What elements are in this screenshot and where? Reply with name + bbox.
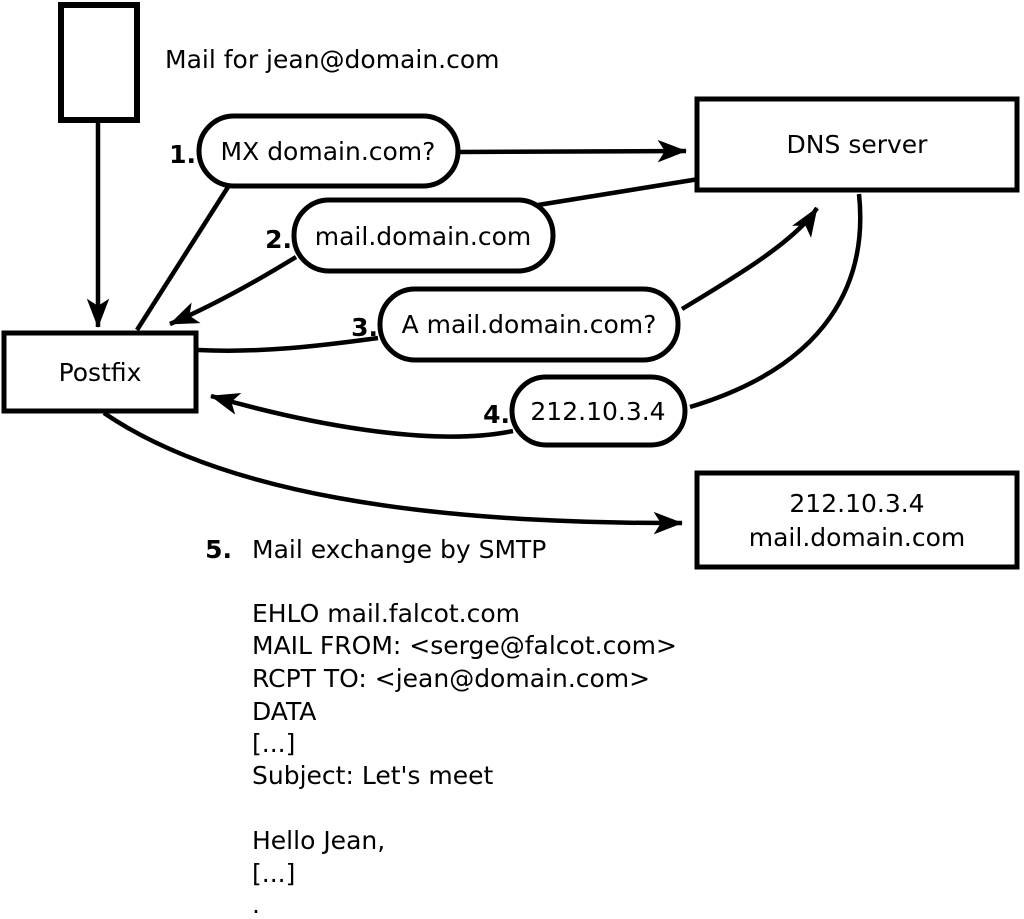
dns-server-node: DNS server <box>694 96 1020 193</box>
smtp-line-subject: Subject: Let's meet <box>252 761 493 790</box>
smtp-line-rcpt-to: RCPT TO: <jean@domain.com> <box>252 664 650 693</box>
step3-query: 3. A mail.domain.com? <box>351 286 681 363</box>
mail-server-node: 212.10.3.4 mail.domain.com <box>694 470 1020 570</box>
edge-dns-to-response4 <box>689 193 863 410</box>
step3-pill <box>377 286 681 363</box>
step2-label: mail.domain.com <box>315 222 531 251</box>
edge-dns-to-response2 <box>537 176 700 208</box>
dns-server-label: DNS server <box>787 130 929 159</box>
edge-postfix-to-query1 <box>135 185 230 332</box>
arrow-query1-to-dns <box>458 139 687 163</box>
step2-number: 2. <box>265 225 292 254</box>
postfix-label: Postfix <box>59 358 142 387</box>
step5-number: 5. <box>205 535 232 564</box>
smtp-line-data: DATA <box>252 697 316 726</box>
postfix-box <box>1 330 199 414</box>
step3-number: 3. <box>351 313 378 342</box>
arrow-query3-to-dns <box>680 206 819 311</box>
arrow-response2-to-postfix <box>169 255 298 327</box>
step2-response: 2. mail.domain.com <box>265 197 556 274</box>
step5-caption: 5. Mail exchange by SMTP <box>205 535 546 564</box>
smtp-session-transcript: EHLO mail.falcot.com MAIL FROM: <serge@f… <box>252 599 677 919</box>
mail-server-hostname: mail.domain.com <box>749 523 965 552</box>
mail-server-box <box>694 470 1020 570</box>
step2-pill <box>291 197 556 274</box>
step5-label: Mail exchange by SMTP <box>252 535 546 564</box>
mail-envelope-icon <box>58 2 140 123</box>
step4-response: 4. 212.10.3.4 <box>483 374 688 448</box>
postfix-node: Postfix <box>1 330 199 414</box>
arrow-smtp-to-mail-server <box>102 411 683 535</box>
step1-label: MX domain.com? <box>221 137 436 166</box>
smtp-line-ellipsis-2: [...] <box>252 859 295 888</box>
step1-number: 1. <box>169 140 196 169</box>
smtp-line-hello: Hello Jean, <box>252 826 385 855</box>
mail-note: Mail for jean@domain.com <box>165 45 500 74</box>
smtp-line-end-dot: . <box>252 890 260 919</box>
step3-label: A mail.domain.com? <box>402 310 657 339</box>
step4-number: 4. <box>483 400 510 429</box>
dns-server-box <box>694 96 1020 193</box>
edge-postfix-to-query3 <box>197 335 379 353</box>
step4-pill <box>509 374 688 448</box>
step4-label: 212.10.3.4 <box>530 397 665 426</box>
arrow-response4-to-postfix <box>210 393 514 439</box>
smtp-line-ellipsis-1: [...] <box>252 729 295 758</box>
step1-pill <box>196 113 461 189</box>
smtp-line-mail-from: MAIL FROM: <serge@falcot.com> <box>252 631 677 660</box>
smtp-line-ehlo: EHLO mail.falcot.com <box>252 599 520 628</box>
step1-query: 1. MX domain.com? <box>169 113 461 189</box>
mail-server-ip: 212.10.3.4 <box>789 489 924 518</box>
